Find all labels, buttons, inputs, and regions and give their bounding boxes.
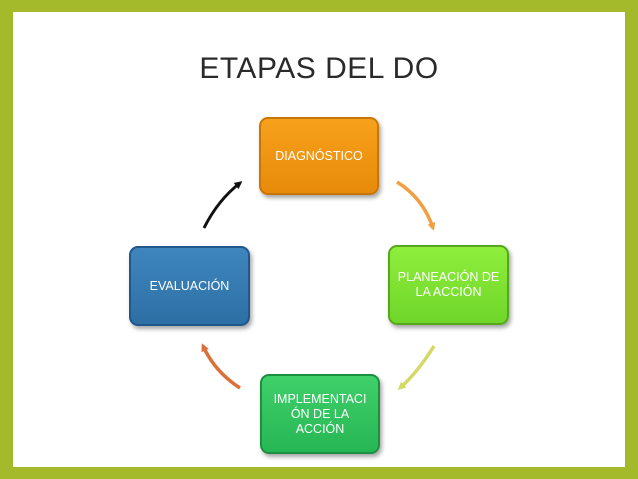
diagram-title: ETAPAS DEL DO <box>199 52 439 85</box>
stage-implementacion: IMPLEMENTACI ÓN DE LA ACCIÓN <box>260 374 380 454</box>
stage-diagnostico: DIAGNÓSTICO <box>259 117 379 195</box>
arrow-evaluacion-to-diagnostico <box>202 181 243 229</box>
stage-evaluacion-label: EVALUACIÓN <box>149 278 230 293</box>
arrow-planeacion-to-implementacion <box>397 345 436 390</box>
stage-evaluacion: EVALUACIÓN <box>129 246 250 326</box>
stage-implementacion-label: IMPLEMENTACI ÓN DE LA ACCIÓN <box>273 391 367 436</box>
stage-planeacion: PLANEACIÓN DE LA ACCIÓN <box>388 245 509 325</box>
stage-diagnostico-label: DIAGNÓSTICO <box>275 148 363 163</box>
stage-planeacion-label: PLANEACIÓN DE LA ACCIÓN <box>397 270 500 299</box>
arrow-implementacion-to-evaluacion <box>201 343 241 390</box>
arrow-diagnostico-to-planeacion <box>396 180 436 231</box>
